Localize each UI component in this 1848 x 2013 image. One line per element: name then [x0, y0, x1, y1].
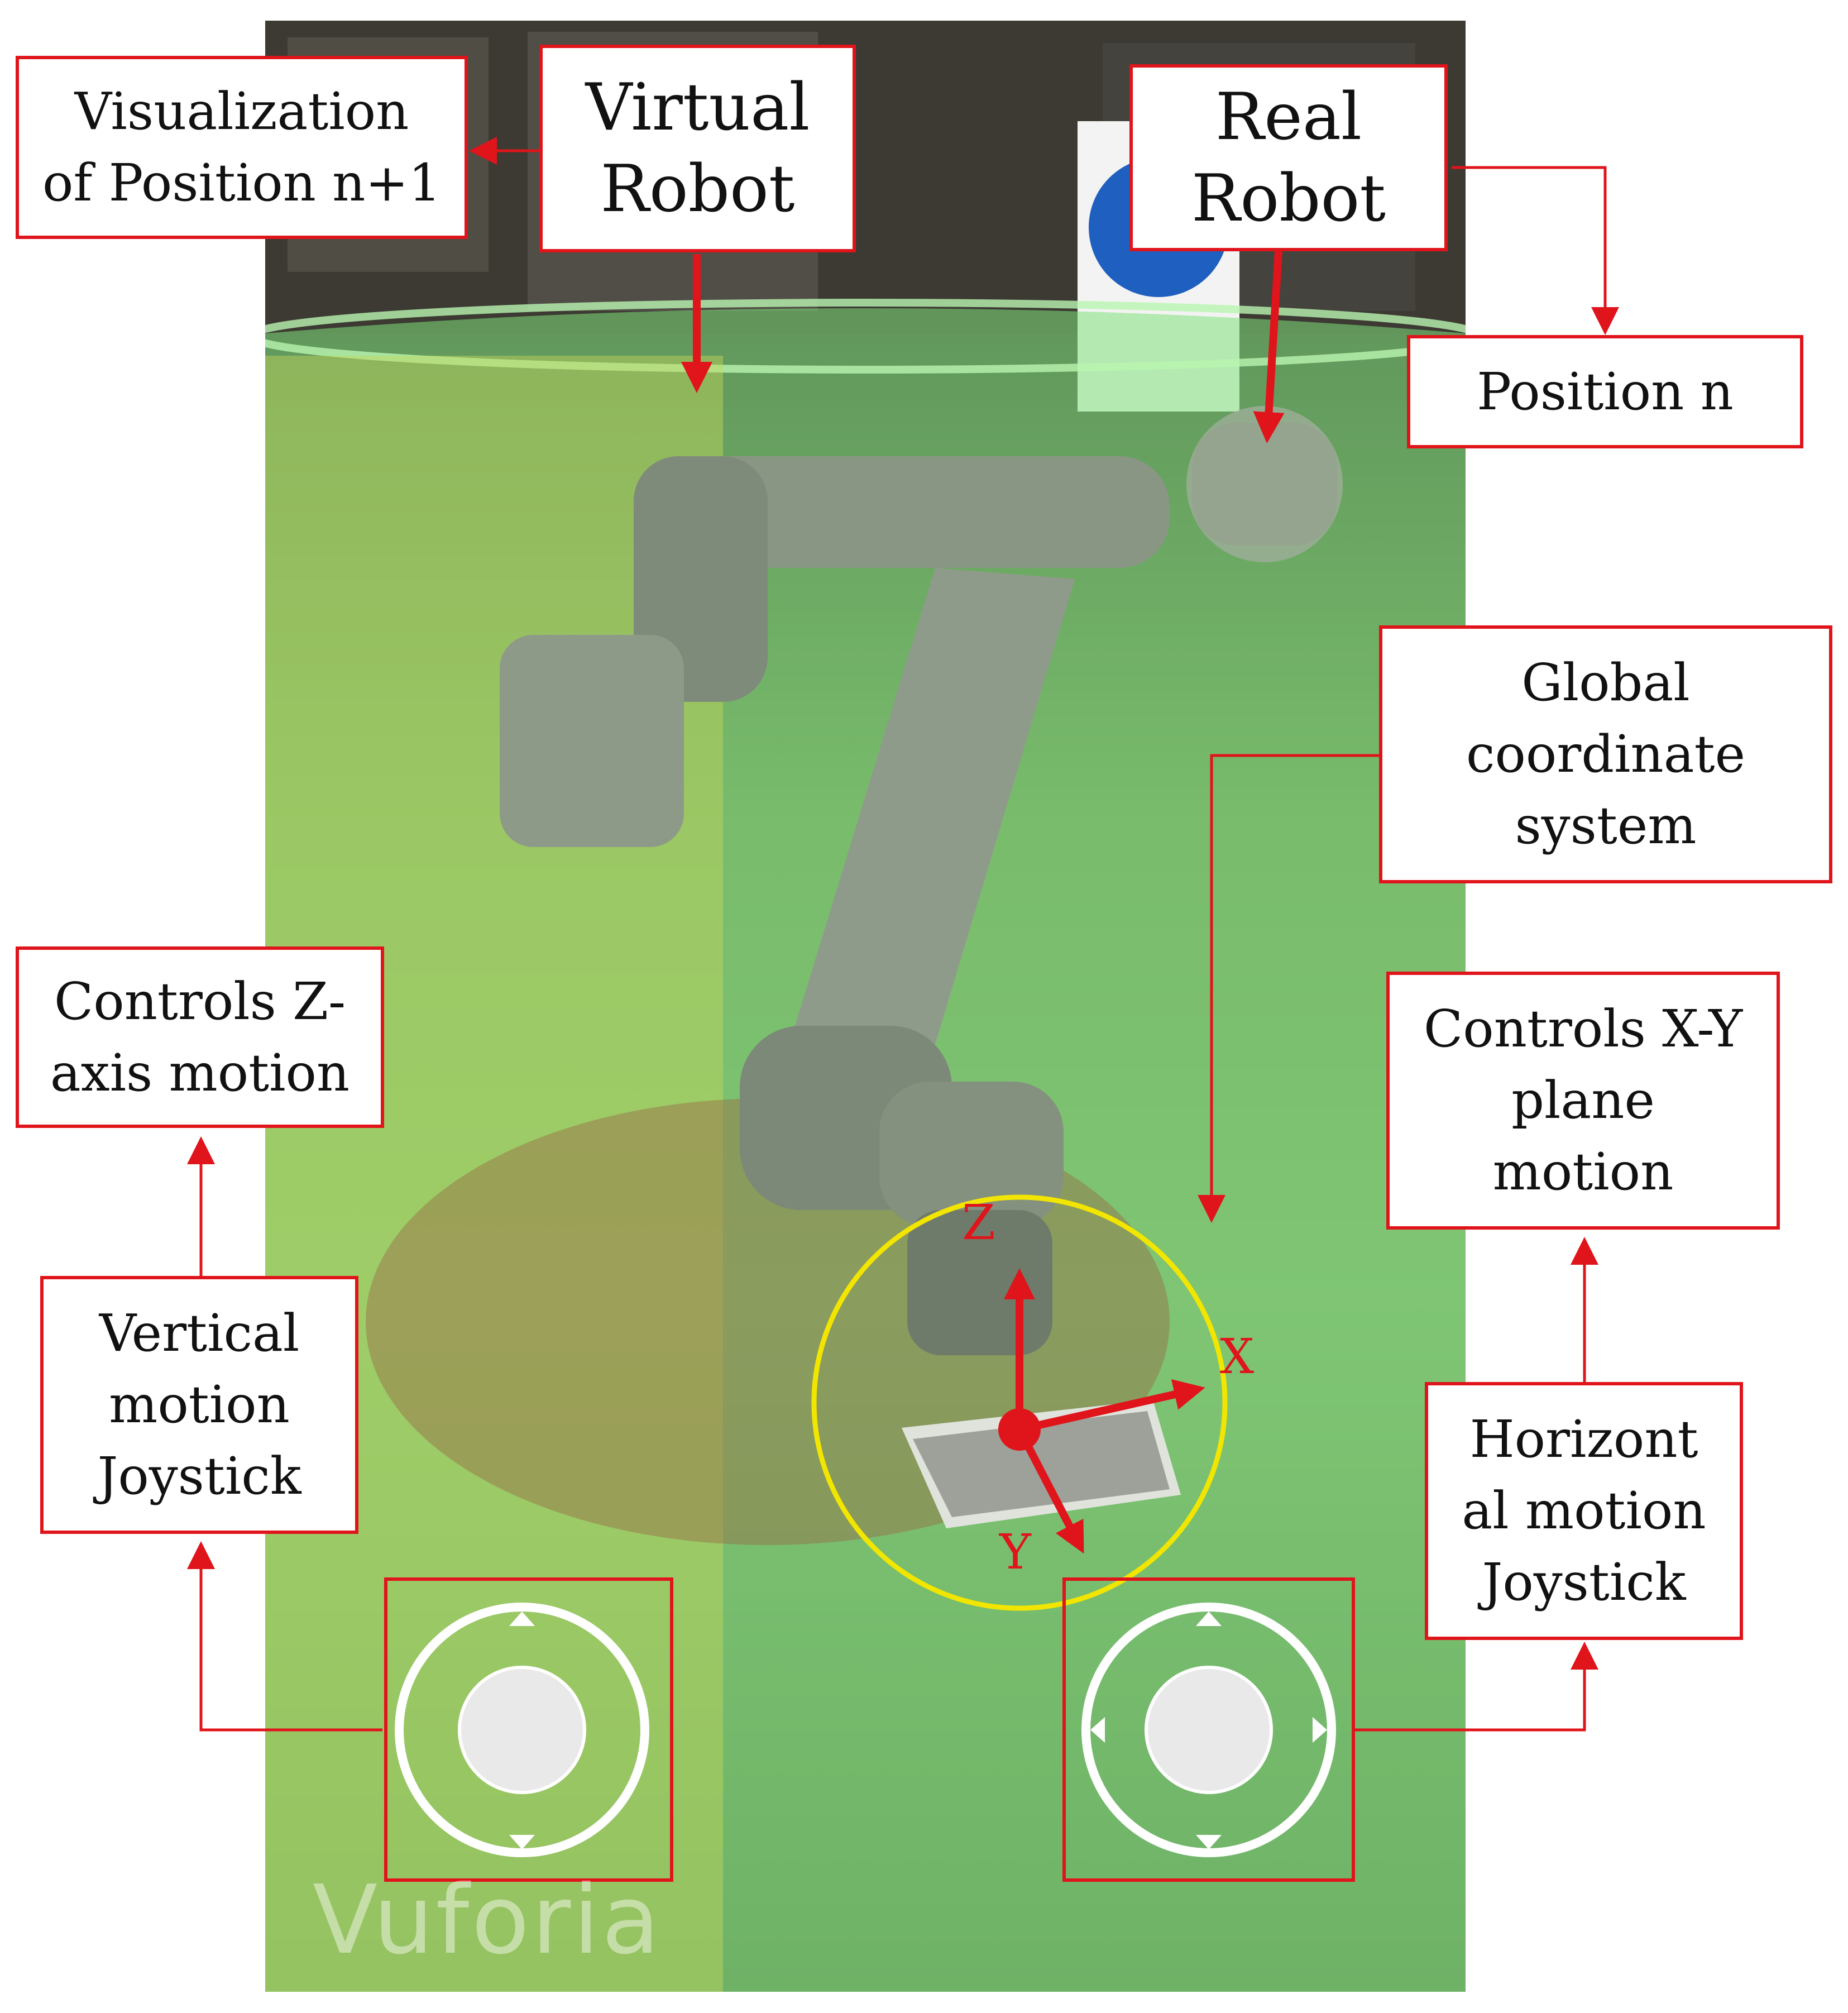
- callout-vertical-joystick: Vertical motion Joystick: [40, 1276, 358, 1534]
- callout-real-robot: Real Robot: [1129, 64, 1448, 251]
- arrow-to-position-n: [1452, 166, 1619, 335]
- callout-horizontal-joystick: Horizont al motion Joystick: [1425, 1382, 1743, 1640]
- callout-global-coordinate-system: Global coordinate system: [1379, 625, 1832, 883]
- robot-arm: [500, 406, 1343, 1355]
- vuforia-watermark: Vuforia: [313, 1865, 662, 1976]
- callout-position-n: Position n: [1407, 335, 1803, 448]
- callout-visualization: Visualization of Position n+1: [16, 56, 468, 239]
- horizontal-joystick-frame: [1062, 1577, 1355, 1882]
- callout-controls-xy: Controls X-Y plane motion: [1386, 972, 1780, 1230]
- callout-virtual-robot: Virtual Robot: [539, 45, 856, 252]
- callout-controls-z: Controls Z- axis motion: [16, 946, 384, 1128]
- y-axis-label: Y: [999, 1524, 1031, 1580]
- vertical-joystick-frame: [384, 1577, 673, 1882]
- z-axis-label: Z: [962, 1195, 995, 1251]
- cylinder-top-rim: [265, 299, 1466, 374]
- x-axis-label: X: [1220, 1329, 1255, 1385]
